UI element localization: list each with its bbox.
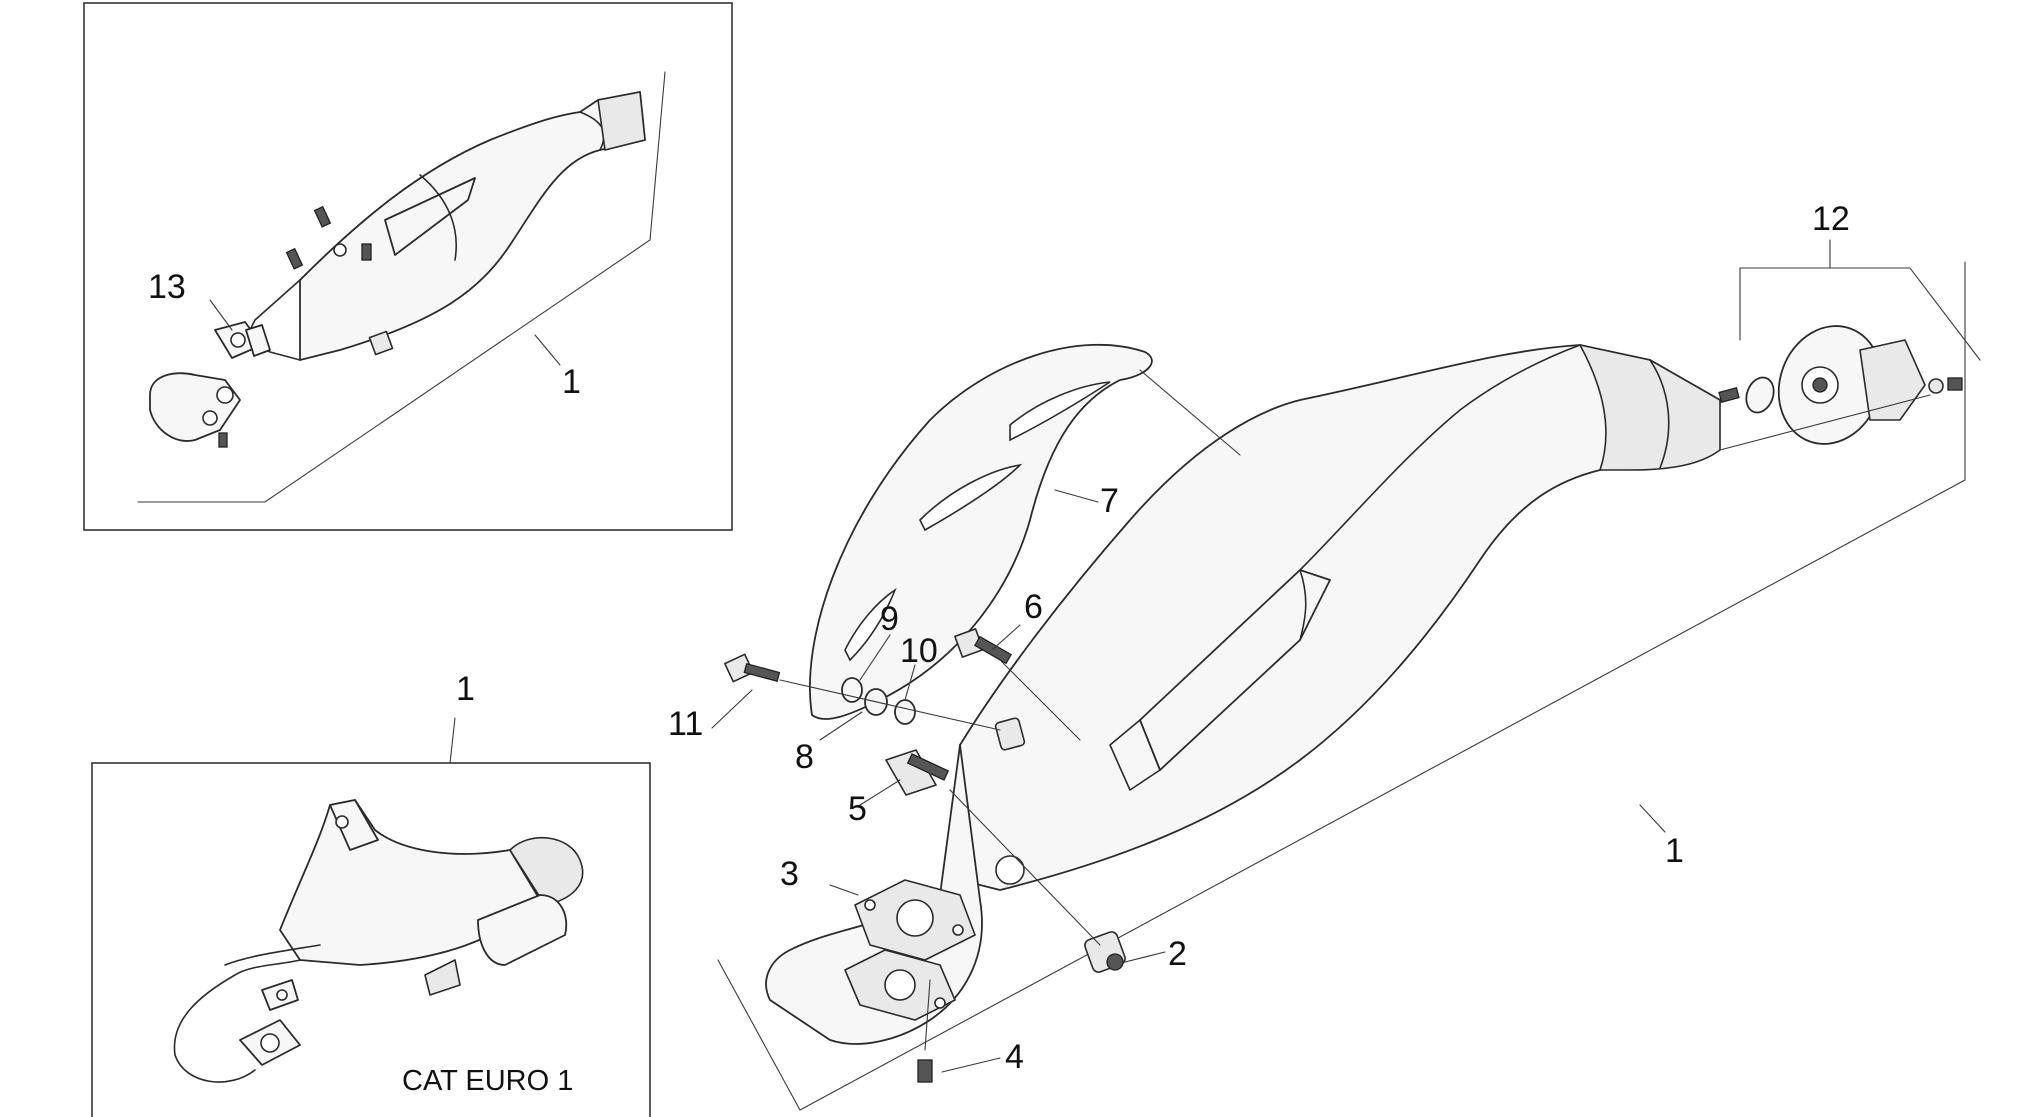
- inset-leader-1: [534, 334, 561, 366]
- spacer: [994, 717, 1026, 751]
- inset-cat-euro-exhaust: 1 CAT EURO 1: [91, 670, 651, 1117]
- callout-1-cat-inset: 1: [456, 670, 475, 708]
- callout-13: 13: [148, 268, 186, 306]
- callout-1-top-inset: 1: [562, 363, 581, 401]
- exhaust-body-1: [959, 344, 1721, 891]
- inset-alternate-exhaust: 13 1: [83, 2, 733, 531]
- main-base-outline: [717, 261, 1966, 1111]
- callout-9: 9: [880, 600, 899, 638]
- bracket-12: [1739, 267, 1981, 361]
- inset-bolts: [285, 205, 394, 356]
- callout-11: 11: [668, 705, 703, 743]
- bushing-9: [841, 677, 863, 703]
- bolt-6-shank: [974, 635, 1012, 665]
- hardware: [724, 628, 1126, 1083]
- inlet-pipe-flange: [765, 744, 1025, 1045]
- callout-8: 8: [795, 738, 814, 776]
- end-cap-washer: [1745, 376, 1775, 414]
- callout-4: 4: [1005, 1038, 1024, 1076]
- callout-5: 5: [848, 790, 867, 828]
- end-cap-12: [1718, 325, 1963, 445]
- leader-1-cat: [449, 717, 456, 764]
- cat-exhaust-body: [173, 799, 584, 1083]
- callout-10: 10: [900, 632, 938, 670]
- bolt-4: [917, 1059, 933, 1083]
- cat-gasket: [239, 979, 301, 1066]
- washer-10: [894, 699, 916, 725]
- cat-euro-label: CAT EURO 1: [402, 1065, 573, 1097]
- main-exploded-view: 2 3 4 5 6 7 8 9 10 11 12 1: [668, 200, 1981, 1111]
- callout-3: 3: [780, 855, 799, 893]
- inset-exhaust-body: [244, 91, 646, 361]
- leaders: [711, 489, 1666, 1073]
- callout-6: 6: [1024, 588, 1043, 626]
- inset-leader-13: [209, 299, 233, 331]
- end-cap-screw: [1947, 377, 1963, 391]
- bolt-11-head: [724, 653, 754, 683]
- bolt-5-head: [885, 749, 937, 796]
- heat-shield-7: [809, 344, 1153, 720]
- inset-manifold: [149, 372, 241, 448]
- inset-base-outline: [137, 71, 666, 503]
- callout-1-main: 1: [1665, 832, 1684, 870]
- callout-2: 2: [1168, 935, 1187, 973]
- callout-7: 7: [1100, 482, 1119, 520]
- inset-frame-top: [83, 2, 733, 531]
- cap-axis-line: [1719, 394, 1931, 451]
- bolt-5-shank: [906, 753, 950, 781]
- shield-mount-hole: [995, 855, 1025, 885]
- end-cap-stud: [1718, 387, 1740, 403]
- inset-gasket-13: [214, 321, 271, 359]
- bolt-11-shank: [743, 662, 781, 683]
- inset-frame-cat: [91, 762, 651, 1117]
- callout-12: 12: [1812, 200, 1850, 238]
- axis-lines: [779, 369, 1241, 1051]
